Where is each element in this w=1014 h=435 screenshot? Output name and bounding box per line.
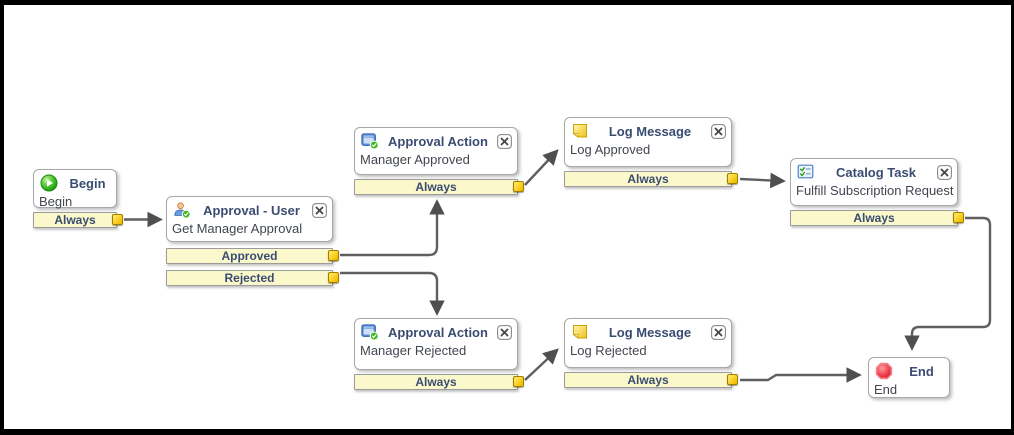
delete-activity-button[interactable]	[937, 164, 952, 180]
connector-handle[interactable]	[727, 374, 738, 385]
workflow-node-log-message-approved[interactable]: Log Message Log Approved Always	[564, 117, 738, 187]
transition-rejected[interactable]: Rejected	[166, 270, 339, 286]
connector-handle[interactable]	[953, 212, 964, 223]
close-icon	[497, 133, 512, 149]
transition-always[interactable]: Always	[33, 212, 123, 228]
node-description: Log Rejected	[570, 343, 647, 358]
approval-user-icon	[173, 201, 191, 219]
delete-activity-button[interactable]	[711, 123, 726, 139]
activity-box[interactable]: End End	[868, 357, 950, 398]
node-title: Approval Action	[388, 133, 488, 149]
node-description: Fulfill Subscription Request	[796, 183, 954, 198]
node-title: Log Message	[608, 324, 692, 340]
activity-box[interactable]: Approval - User Get Manager Approval	[166, 196, 333, 242]
connection-approval-action-to-log-approved	[524, 149, 559, 186]
catalog-task-icon	[797, 163, 815, 181]
node-title: Catalog Task	[836, 164, 916, 180]
end-icon	[875, 362, 893, 380]
log-message-icon	[571, 122, 589, 140]
window-border	[0, 0, 4, 435]
close-icon	[711, 123, 726, 139]
transition-always[interactable]: Always	[790, 210, 964, 226]
workflow-node-end[interactable]: End End	[868, 357, 950, 398]
connection-rejected-to-approval-action	[340, 271, 445, 316]
workflow-node-approval-action-rejected[interactable]: Approval Action Manager Rejected Always	[354, 318, 524, 390]
node-description: Get Manager Approval	[172, 221, 303, 236]
activity-box[interactable]: Begin Begin	[33, 169, 117, 209]
approval-action-icon	[361, 323, 379, 341]
node-title: Log Message	[608, 123, 692, 139]
transition-label: Always	[627, 172, 669, 186]
workflow-node-begin[interactable]: Begin Begin Always	[33, 169, 123, 228]
transition-approved[interactable]: Approved	[166, 248, 339, 264]
node-title: Begin	[69, 175, 106, 191]
transition-label: Always	[415, 180, 457, 194]
workflow-node-approval-action-approved[interactable]: Approval Action Manager Approved Always	[354, 127, 524, 195]
connection-approved-to-approval-action	[340, 199, 445, 257]
activity-box[interactable]: Log Message Log Rejected	[564, 318, 732, 368]
activity-box[interactable]: Approval Action Manager Rejected	[354, 318, 518, 370]
transition-always[interactable]: Always	[354, 179, 524, 195]
transition-label: Approved	[221, 249, 278, 263]
activity-box[interactable]: Catalog Task Fulfill Subscription Reques…	[790, 158, 958, 206]
log-message-icon	[571, 323, 589, 341]
workflow-node-approval-user[interactable]: Approval - User Get Manager Approval App…	[166, 196, 339, 286]
node-title: Approval Action	[388, 324, 488, 340]
transition-label: Always	[853, 211, 895, 225]
node-title: Approval - User	[203, 202, 300, 218]
transition-label: Always	[627, 373, 669, 387]
begin-icon	[40, 174, 58, 192]
transition-label: Always	[415, 375, 457, 389]
connector-handle[interactable]	[328, 272, 339, 283]
connector-handle[interactable]	[112, 214, 123, 225]
node-description: Begin	[39, 194, 73, 209]
transition-always[interactable]: Always	[564, 171, 738, 187]
activity-box[interactable]: Approval Action Manager Approved	[354, 127, 518, 175]
connector-handle[interactable]	[328, 250, 339, 261]
delete-activity-button[interactable]	[497, 324, 512, 340]
node-description: Manager Rejected	[360, 343, 467, 358]
transition-label: Always	[54, 213, 96, 227]
connector-handle[interactable]	[513, 376, 524, 387]
workflow-node-log-message-rejected[interactable]: Log Message Log Rejected Always	[564, 318, 738, 388]
connection-catalog-task-to-end	[904, 216, 992, 351]
node-description: Manager Approved	[360, 152, 470, 167]
node-description: Log Approved	[570, 142, 651, 157]
delete-activity-button[interactable]	[497, 133, 512, 149]
transition-always[interactable]: Always	[564, 372, 738, 388]
window-border	[1011, 0, 1014, 435]
close-icon	[312, 202, 327, 218]
close-icon	[497, 324, 512, 340]
connector-handle[interactable]	[727, 173, 738, 184]
connection-log-approved-to-catalog-task	[739, 172, 786, 189]
window-border	[0, 0, 1014, 5]
window-border	[0, 429, 1014, 435]
activity-box[interactable]: Log Message Log Approved	[564, 117, 732, 167]
delete-activity-button[interactable]	[312, 202, 327, 218]
workflow-node-catalog-task[interactable]: Catalog Task Fulfill Subscription Reques…	[790, 158, 964, 226]
node-description: End	[874, 382, 898, 397]
connector-handle[interactable]	[513, 181, 524, 192]
connection-log-rejected-to-end	[740, 367, 862, 383]
transition-label: Rejected	[224, 271, 275, 285]
node-title: End	[909, 363, 934, 379]
delete-activity-button[interactable]	[711, 324, 726, 340]
transition-always[interactable]: Always	[354, 374, 524, 390]
close-icon	[711, 324, 726, 340]
close-icon	[937, 164, 952, 180]
approval-action-icon	[361, 132, 379, 150]
connection-approval-action-to-log-rejected	[524, 348, 559, 381]
